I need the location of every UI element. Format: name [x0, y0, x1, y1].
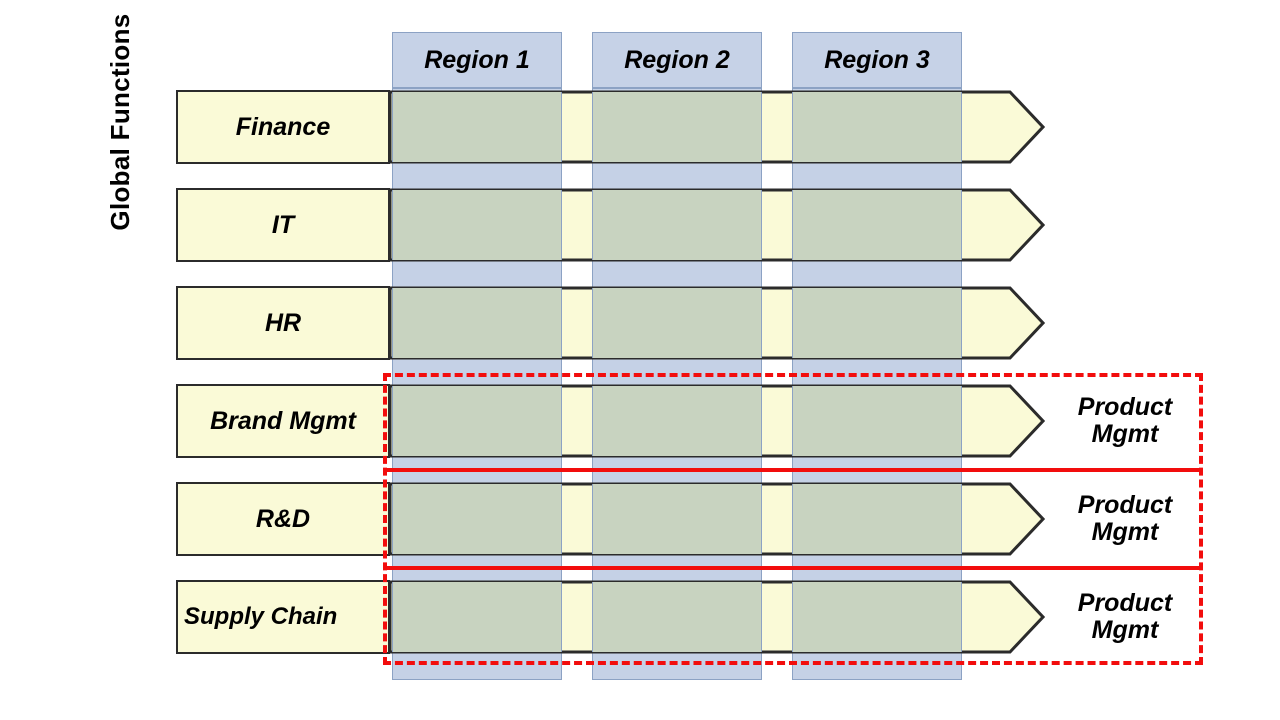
function-label-finance[interactable]: Finance [176, 90, 390, 164]
function-label-hr[interactable]: HR [176, 286, 390, 360]
function-label-brand-mgmt[interactable]: Brand Mgmt [176, 384, 390, 458]
product-mgmt-line1: Product [1077, 589, 1173, 617]
function-arrow-shape [390, 286, 1045, 360]
function-arrow-shape [390, 188, 1045, 262]
function-label-it[interactable]: IT [176, 188, 390, 262]
region-header-1[interactable]: Region 1 [392, 32, 562, 88]
function-arrow-shape [390, 482, 1045, 556]
function-arrow-shape [390, 384, 1045, 458]
function-arrow-shape [390, 90, 1045, 164]
product-mgmt-line2: Mgmt [1091, 616, 1159, 644]
function-arrow-shape [390, 580, 1045, 654]
axis-label-global-functions: Global Functions [104, 13, 135, 231]
region-header-3[interactable]: Region 3 [792, 32, 962, 88]
product-mgmt-line1: Product [1077, 393, 1173, 421]
function-label-r-d[interactable]: R&D [176, 482, 390, 556]
product-mgmt-line2: Mgmt [1091, 518, 1159, 546]
product-mgmt-line1: Product [1077, 491, 1173, 519]
function-label-supply-chain[interactable]: Supply Chain [176, 580, 390, 654]
product-mgmt-line2: Mgmt [1091, 420, 1159, 448]
region-header-2[interactable]: Region 2 [592, 32, 762, 88]
